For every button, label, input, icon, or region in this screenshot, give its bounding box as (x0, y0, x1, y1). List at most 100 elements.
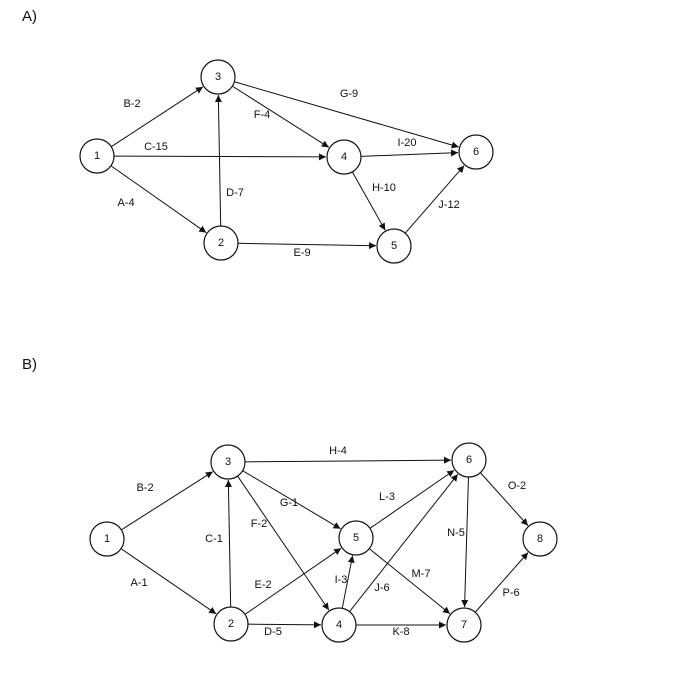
b-edge-label-1-3: B-2 (136, 482, 153, 494)
b-edge-5-7 (368, 548, 451, 615)
b-edge-4-5 (341, 555, 355, 609)
a-edge-label-3-6: G-9 (340, 88, 358, 100)
a-edge-label-1-3: B-2 (123, 98, 140, 110)
b-node-8: 8 (522, 521, 558, 557)
a-node-label-4: 4 (341, 151, 347, 163)
a-edge-3-6 (234, 81, 459, 149)
b-edge-arrow-5-7 (368, 548, 451, 615)
b-node-circle-4 (321, 607, 357, 643)
b-edge-7-8 (474, 552, 529, 613)
a-edge-1-2 (110, 165, 207, 234)
a-edge-2-5 (237, 242, 377, 250)
b-edge-2-4 (247, 621, 322, 629)
b-edge-arrow-1-2 (120, 548, 217, 615)
b-edge-label-4-6: J-6 (374, 582, 389, 594)
b-node-1: 1 (89, 521, 125, 557)
b-edge-6-7 (461, 476, 469, 608)
b-node-circle-1 (89, 521, 125, 557)
a-node-5: 5 (376, 228, 412, 264)
a-edge-label-5-6: J-12 (438, 199, 459, 211)
b-edge-arrow-2-3 (224, 479, 232, 608)
a-node-circle-6 (458, 134, 494, 170)
b-edge-arrow-7-8 (474, 552, 529, 613)
a-edge-arrow-4-6 (360, 149, 459, 157)
a-edge-1-3 (110, 86, 204, 148)
b-node-label-3: 3 (225, 456, 231, 468)
a-node-circle-1 (79, 138, 115, 174)
a-edge-arrow-1-3 (110, 86, 204, 148)
b-edge-label-2-5: E-2 (254, 579, 271, 591)
b-node-7: 7 (446, 607, 482, 643)
a-edge-label-1-4: C-15 (144, 141, 168, 153)
b-edge-label-6-7: N-5 (447, 527, 465, 539)
b-edge-label-5-7: M-7 (412, 568, 431, 580)
b-edge-label-3-5: G-1 (280, 497, 298, 509)
a-node-6: 6 (458, 134, 494, 170)
b-edge-arrow-2-5 (244, 547, 342, 615)
b-node-circle-3 (210, 444, 246, 480)
a-edge-label-2-5: E-9 (293, 247, 310, 259)
a-node-4: 4 (326, 139, 362, 175)
b-node-4: 4 (321, 607, 357, 643)
a-edge-4-5 (351, 171, 386, 231)
b-node-label-6: 6 (466, 454, 472, 466)
b-edge-label-4-7: K-8 (392, 626, 409, 638)
b-edge-6-8 (479, 472, 529, 526)
panel-b-label: B) (22, 356, 37, 373)
b-node-circle-5 (338, 520, 374, 556)
b-edge-label-2-3: C-1 (205, 533, 223, 545)
b-node-label-1: 1 (104, 533, 110, 545)
b-node-6: 6 (451, 442, 487, 478)
a-edge-arrow-4-5 (351, 171, 386, 231)
panel-a-label: A) (22, 8, 37, 25)
b-edge-label-6-8: O-2 (508, 480, 526, 492)
a-edge-label-4-6: I-20 (398, 137, 417, 149)
a-edge-5-6 (404, 165, 465, 234)
b-edge-arrow-3-4 (237, 475, 330, 611)
b-node-circle-8 (522, 521, 558, 557)
a-node-1: 1 (79, 138, 115, 174)
a-node-circle-4 (326, 139, 362, 175)
a-edge-label-2-3: D-7 (226, 187, 244, 199)
b-edge-arrow-2-4 (247, 621, 322, 629)
a-node-label-6: 6 (473, 146, 479, 158)
a-edge-label-4-5: H-10 (372, 182, 396, 194)
b-node-5: 5 (338, 520, 374, 556)
a-edge-arrow-3-4 (232, 85, 330, 148)
a-edge-arrow-3-6 (234, 81, 459, 149)
b-edge-label-7-8: P-6 (502, 587, 519, 599)
a-node-circle-2 (203, 225, 239, 261)
b-edge-1-2 (120, 548, 217, 615)
b-edge-4-6 (349, 473, 459, 612)
b-edge-3-5 (242, 470, 341, 530)
b-edge-label-2-4: D-5 (264, 626, 282, 638)
a-node-label-5: 5 (391, 240, 397, 252)
b-node-circle-2 (213, 606, 249, 642)
b-node-circle-6 (451, 442, 487, 478)
b-node-label-4: 4 (336, 619, 342, 631)
a-edge-label-1-2: A-4 (117, 197, 134, 209)
b-edge-label-3-4: F-2 (251, 518, 268, 530)
b-edge-2-5 (244, 547, 342, 615)
b-edge-arrow-1-3 (121, 471, 214, 531)
b-edge-arrow-4-6 (349, 473, 459, 612)
b-edge-label-4-5: I-3 (335, 574, 348, 586)
b-edge-arrow-3-6 (244, 456, 452, 464)
b-edge-arrow-5-6 (369, 469, 455, 529)
a-node-2: 2 (203, 225, 239, 261)
b-edge-arrow-6-8 (479, 472, 529, 526)
a-edge-2-3 (214, 94, 222, 227)
b-edge-2-3 (224, 479, 232, 608)
a-node-3: 3 (200, 59, 236, 95)
b-edge-label-5-6: L-3 (379, 491, 395, 503)
b-node-circle-7 (446, 607, 482, 643)
b-node-label-7: 7 (461, 619, 467, 631)
b-edge-5-6 (369, 469, 455, 529)
b-edge-3-4 (237, 475, 330, 611)
b-edge-1-3 (121, 471, 214, 531)
b-edge-label-3-6: H-4 (329, 445, 347, 457)
a-edge-arrow-1-2 (110, 165, 207, 234)
a-edge-arrow-2-5 (237, 242, 377, 250)
